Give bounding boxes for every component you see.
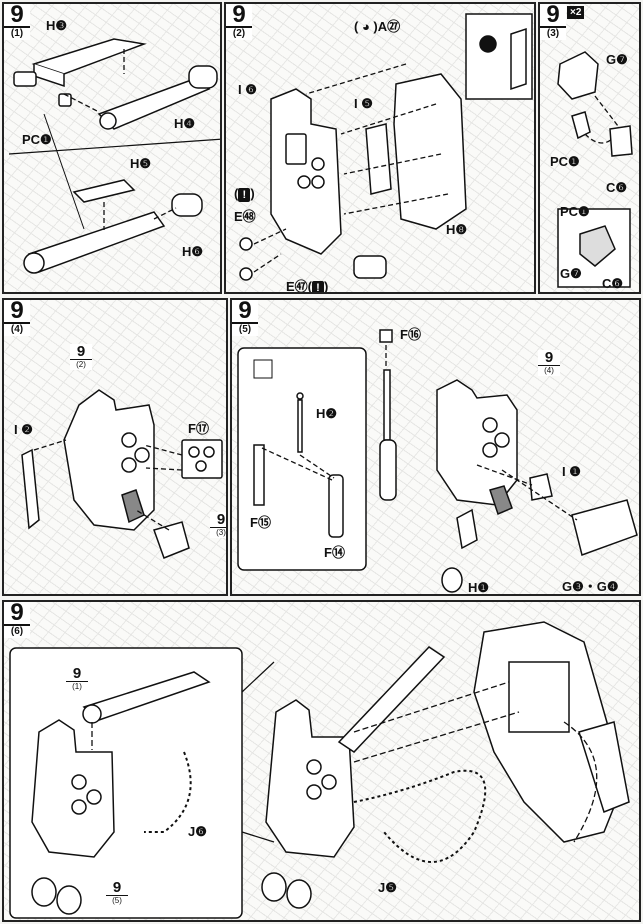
ref-sub: (1) [66,682,88,692]
part-j5: J❺ [378,880,397,895]
ref-num: 9 [210,512,226,528]
step-sub: (4) [4,324,30,336]
ref-step-9-3: 9(3) [210,512,226,538]
part-h3: H❸ [46,18,68,33]
part-h5: H❺ [130,156,152,171]
ref-sub: (5) [106,896,128,906]
part-pc1: PC❶ [550,154,580,169]
part-i5: I ❺ [354,96,373,111]
step-sub: (2) [226,28,252,40]
part-f17: F⑰ [188,421,209,436]
ref-step-9-4: 9(4) [538,350,560,376]
ref-step-9-2: 9(2) [70,344,92,370]
part-pc: PC❶ [22,132,52,147]
ref-num: 9 [70,344,92,360]
step-num: 9 [232,300,258,324]
part-h4: H❹ [174,116,196,131]
ref-num: 9 [106,880,128,896]
step-sub: (6) [4,626,30,638]
alert-icon: ! [238,188,251,202]
ref-sub: (4) [538,366,560,376]
step-number: 9 (6) [4,602,30,638]
step-number: 9 (5) [232,300,258,336]
step-9-4-panel: 9 (4) 9(2) 9(3) I ❷ F⑰ [2,298,228,596]
quantity-badge: ×2 [567,6,585,19]
part-f15: F⑮ [250,515,271,530]
alert-icon: ! [312,281,325,292]
step-number: 9 (2) [226,4,252,40]
step-9-3-panel: 9 (3) ×2 G❼ PC❶ C❻ PC❶ G❼ C❻ [538,2,641,294]
step-9-5-panel: 9 (5) 9(4) F [230,298,641,596]
step-num: 9 [540,4,566,28]
part-h8: H❽ [446,222,468,237]
part-c6: C❻ [606,180,628,195]
part-h6: H❻ [182,244,204,259]
part-f16: F⑯ [400,327,421,342]
part-i2: I ❷ [14,422,33,437]
step-num: 9 [4,300,30,324]
step-number: 9 (1) [4,4,30,40]
part-e47-close: ) [324,279,329,294]
ref-step-9-5: 9(5) [106,880,128,906]
part-e48-label: E㊽ [234,209,256,224]
part-a27: ( ◕ )A㉗ [354,19,401,34]
part-h1: H❶ [468,580,490,595]
part-g3-g4: G❸・G❹ [562,579,619,594]
part-pc1-2: PC❶ [560,204,590,219]
step-sub: (5) [232,324,258,336]
step-9-6-diagram [9,621,630,919]
step-number: 9 (3) [540,4,566,40]
step-9-2-diagram [239,13,533,281]
part-j6: J❻ [188,824,207,839]
ref-num: 9 [66,666,88,682]
part-f14: F⑭ [324,545,345,560]
step-9-1-diagram [8,38,220,274]
step-num: 9 [226,4,252,28]
ref-step-9-1: 9(1) [66,666,88,692]
ref-num: 9 [538,350,560,366]
part-e47: E㊼(!) [286,276,329,294]
step-9-4-diagram [21,389,223,559]
part-i1: I ❶ [562,464,581,479]
step-sub: (3) [540,28,566,40]
step-9-1-panel: 9 (1) H❸ H❹ PC❶ [2,2,222,294]
step-num: 9 [4,602,30,626]
part-g7: G❼ [606,52,628,67]
step-9-3-diagram [557,51,633,288]
step-number: 9 (4) [4,300,30,336]
part-e48: (!) [234,186,255,202]
part-c6-2: C❻ [602,276,624,291]
ref-sub: (2) [70,360,92,370]
ref-sub: (3) [210,528,226,538]
step-num: 9 [4,4,30,28]
step-9-6-panel: 9 (6) 9(1) 9(5) [2,600,641,922]
part-h2: H❷ [316,406,338,421]
part-g7-2: G❼ [560,266,582,281]
step-9-5-diagram [237,329,638,593]
part-e47-label: E㊼( [286,279,313,294]
step-9-2-panel: 9 (2) ( ◕ ) [224,2,536,294]
step-sub: (1) [4,28,30,40]
part-i6: I ❻ [238,82,257,97]
